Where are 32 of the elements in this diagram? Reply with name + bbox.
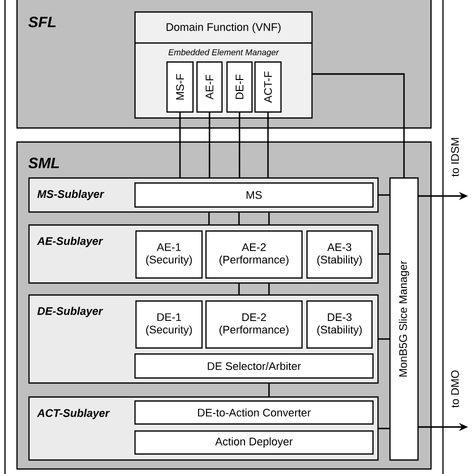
function-block: MS-F — [166, 61, 194, 113]
connector-line — [208, 212, 210, 225]
module-box: AE-2 (Performance) — [205, 230, 303, 279]
module-box: DE-to-Action Converter — [134, 400, 374, 425]
connector-line — [267, 112, 269, 178]
connector-line — [378, 338, 390, 340]
connector-line — [312, 73, 405, 178]
module-box: AE-3 (Stability) — [306, 230, 373, 279]
function-block: AE-F — [196, 61, 223, 113]
connector-line — [268, 283, 270, 295]
edge-label: to DMO — [450, 368, 460, 409]
manager-bar: MonB5G Slice Manager — [389, 177, 419, 461]
module-box: Action Deployer — [134, 430, 374, 455]
connector-line — [268, 383, 270, 397]
edge-label: to IDSM — [450, 136, 460, 178]
module-box: DE-3 (Stability) — [306, 300, 373, 349]
connector-line — [378, 428, 390, 430]
connector-line — [378, 253, 390, 255]
connector-line — [268, 212, 270, 225]
connector-line — [378, 194, 390, 196]
connector-line — [238, 112, 240, 178]
connector-line — [208, 112, 210, 178]
connector-line — [238, 212, 240, 225]
connector-line — [179, 112, 181, 178]
function-block: DE-F — [226, 61, 253, 113]
module-box: AE-1 (Security) — [135, 230, 203, 279]
module-box: DE Selector/Arbiter — [134, 353, 374, 379]
module-box: MS — [134, 182, 374, 208]
connector-line — [238, 283, 240, 295]
function-block: ACT-F — [254, 61, 282, 113]
module-box: DE-1 (Security) — [135, 300, 203, 349]
module-box: DE-2 (Performance) — [205, 300, 303, 349]
